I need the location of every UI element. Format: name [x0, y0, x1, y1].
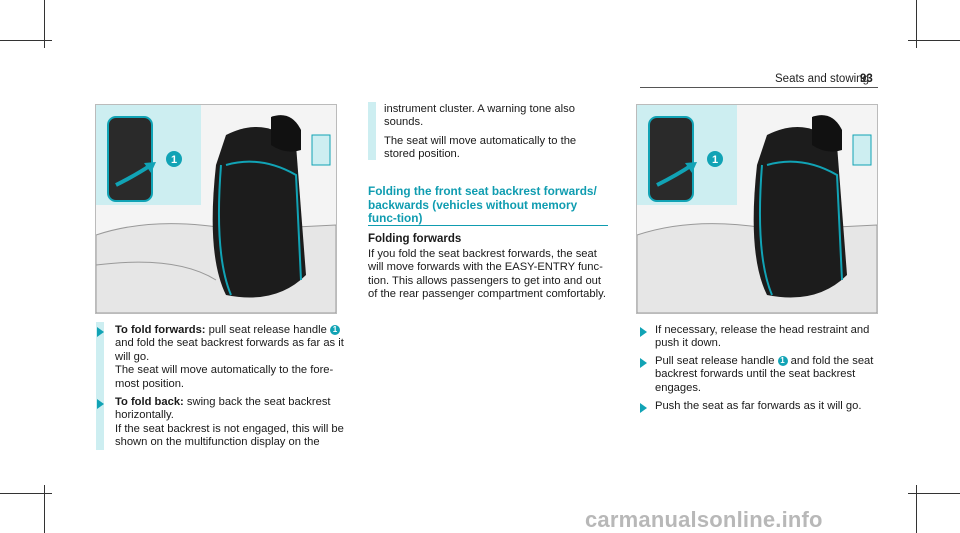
running-header-title: Seats and stowing — [775, 73, 869, 85]
step-arrow-icon — [97, 399, 104, 409]
seat-illustration-left: 1 — [95, 104, 337, 314]
info-bar — [368, 102, 376, 160]
continuation-paragraph: instrument cluster. A warning tone also … — [384, 103, 575, 129]
step-lead: To fold back: — [115, 396, 184, 408]
callout-badge: 1 — [329, 325, 340, 335]
body-paragraph: If you fold the seat backrest forwards, … — [368, 248, 606, 301]
crop-mark — [0, 493, 52, 494]
section-title: Folding the front seat backrest forwards… — [368, 184, 597, 225]
crop-mark — [908, 493, 960, 494]
step-note: The seat will move automatically to the … — [115, 364, 334, 390]
callout-badge: 1 — [777, 356, 788, 366]
crop-mark — [44, 485, 45, 533]
step-head-restraint: If necessary, release the head restraint… — [655, 324, 870, 350]
step-text: and fold the seat backrest forwards as f… — [115, 337, 344, 363]
step-arrow-icon — [640, 403, 647, 413]
crop-mark — [0, 40, 52, 41]
step-text: and fold the seat backrest forwards unti… — [655, 355, 874, 394]
step-text: Pull seat release handle — [655, 355, 778, 367]
crop-mark — [44, 0, 45, 48]
subsection-title: Folding forwards — [368, 233, 462, 245]
step-arrow-icon — [640, 327, 647, 337]
callout-1-left: 1 — [171, 154, 177, 166]
step-arrow-icon — [97, 327, 104, 337]
step-fold-back: To fold back: swing back the seat backre… — [115, 396, 347, 450]
step-text: pull seat release handle — [205, 324, 330, 336]
continuation-paragraph: The seat will move automatically to the … — [384, 134, 577, 161]
step-note: If the seat backrest is not engaged, thi… — [115, 422, 344, 449]
crop-mark — [916, 0, 917, 48]
seat-illustration-right: 1 — [636, 104, 878, 314]
page-number: 93 — [860, 73, 873, 85]
step-fold-forwards: To fold forwards: pull seat release hand… — [115, 324, 347, 391]
step-lead: To fold forwards: — [115, 324, 206, 336]
continuation-text: instrument cluster. A warning tone also … — [384, 103, 602, 162]
section-rule — [368, 225, 608, 226]
crop-mark — [916, 485, 917, 533]
info-bar — [96, 322, 104, 450]
crop-mark — [908, 40, 960, 41]
step-pull-handle: Pull seat release handle 1 and fold the … — [655, 355, 880, 395]
step-arrow-icon — [640, 358, 647, 368]
step-push-seat: Push the seat as far forwards as it will… — [655, 400, 862, 412]
header-rule — [640, 87, 878, 88]
callout-1-right: 1 — [712, 154, 718, 166]
watermark: carmanualsonline.info — [585, 507, 823, 532]
step-text: swing back the seat backrest horizontall… — [115, 396, 331, 422]
